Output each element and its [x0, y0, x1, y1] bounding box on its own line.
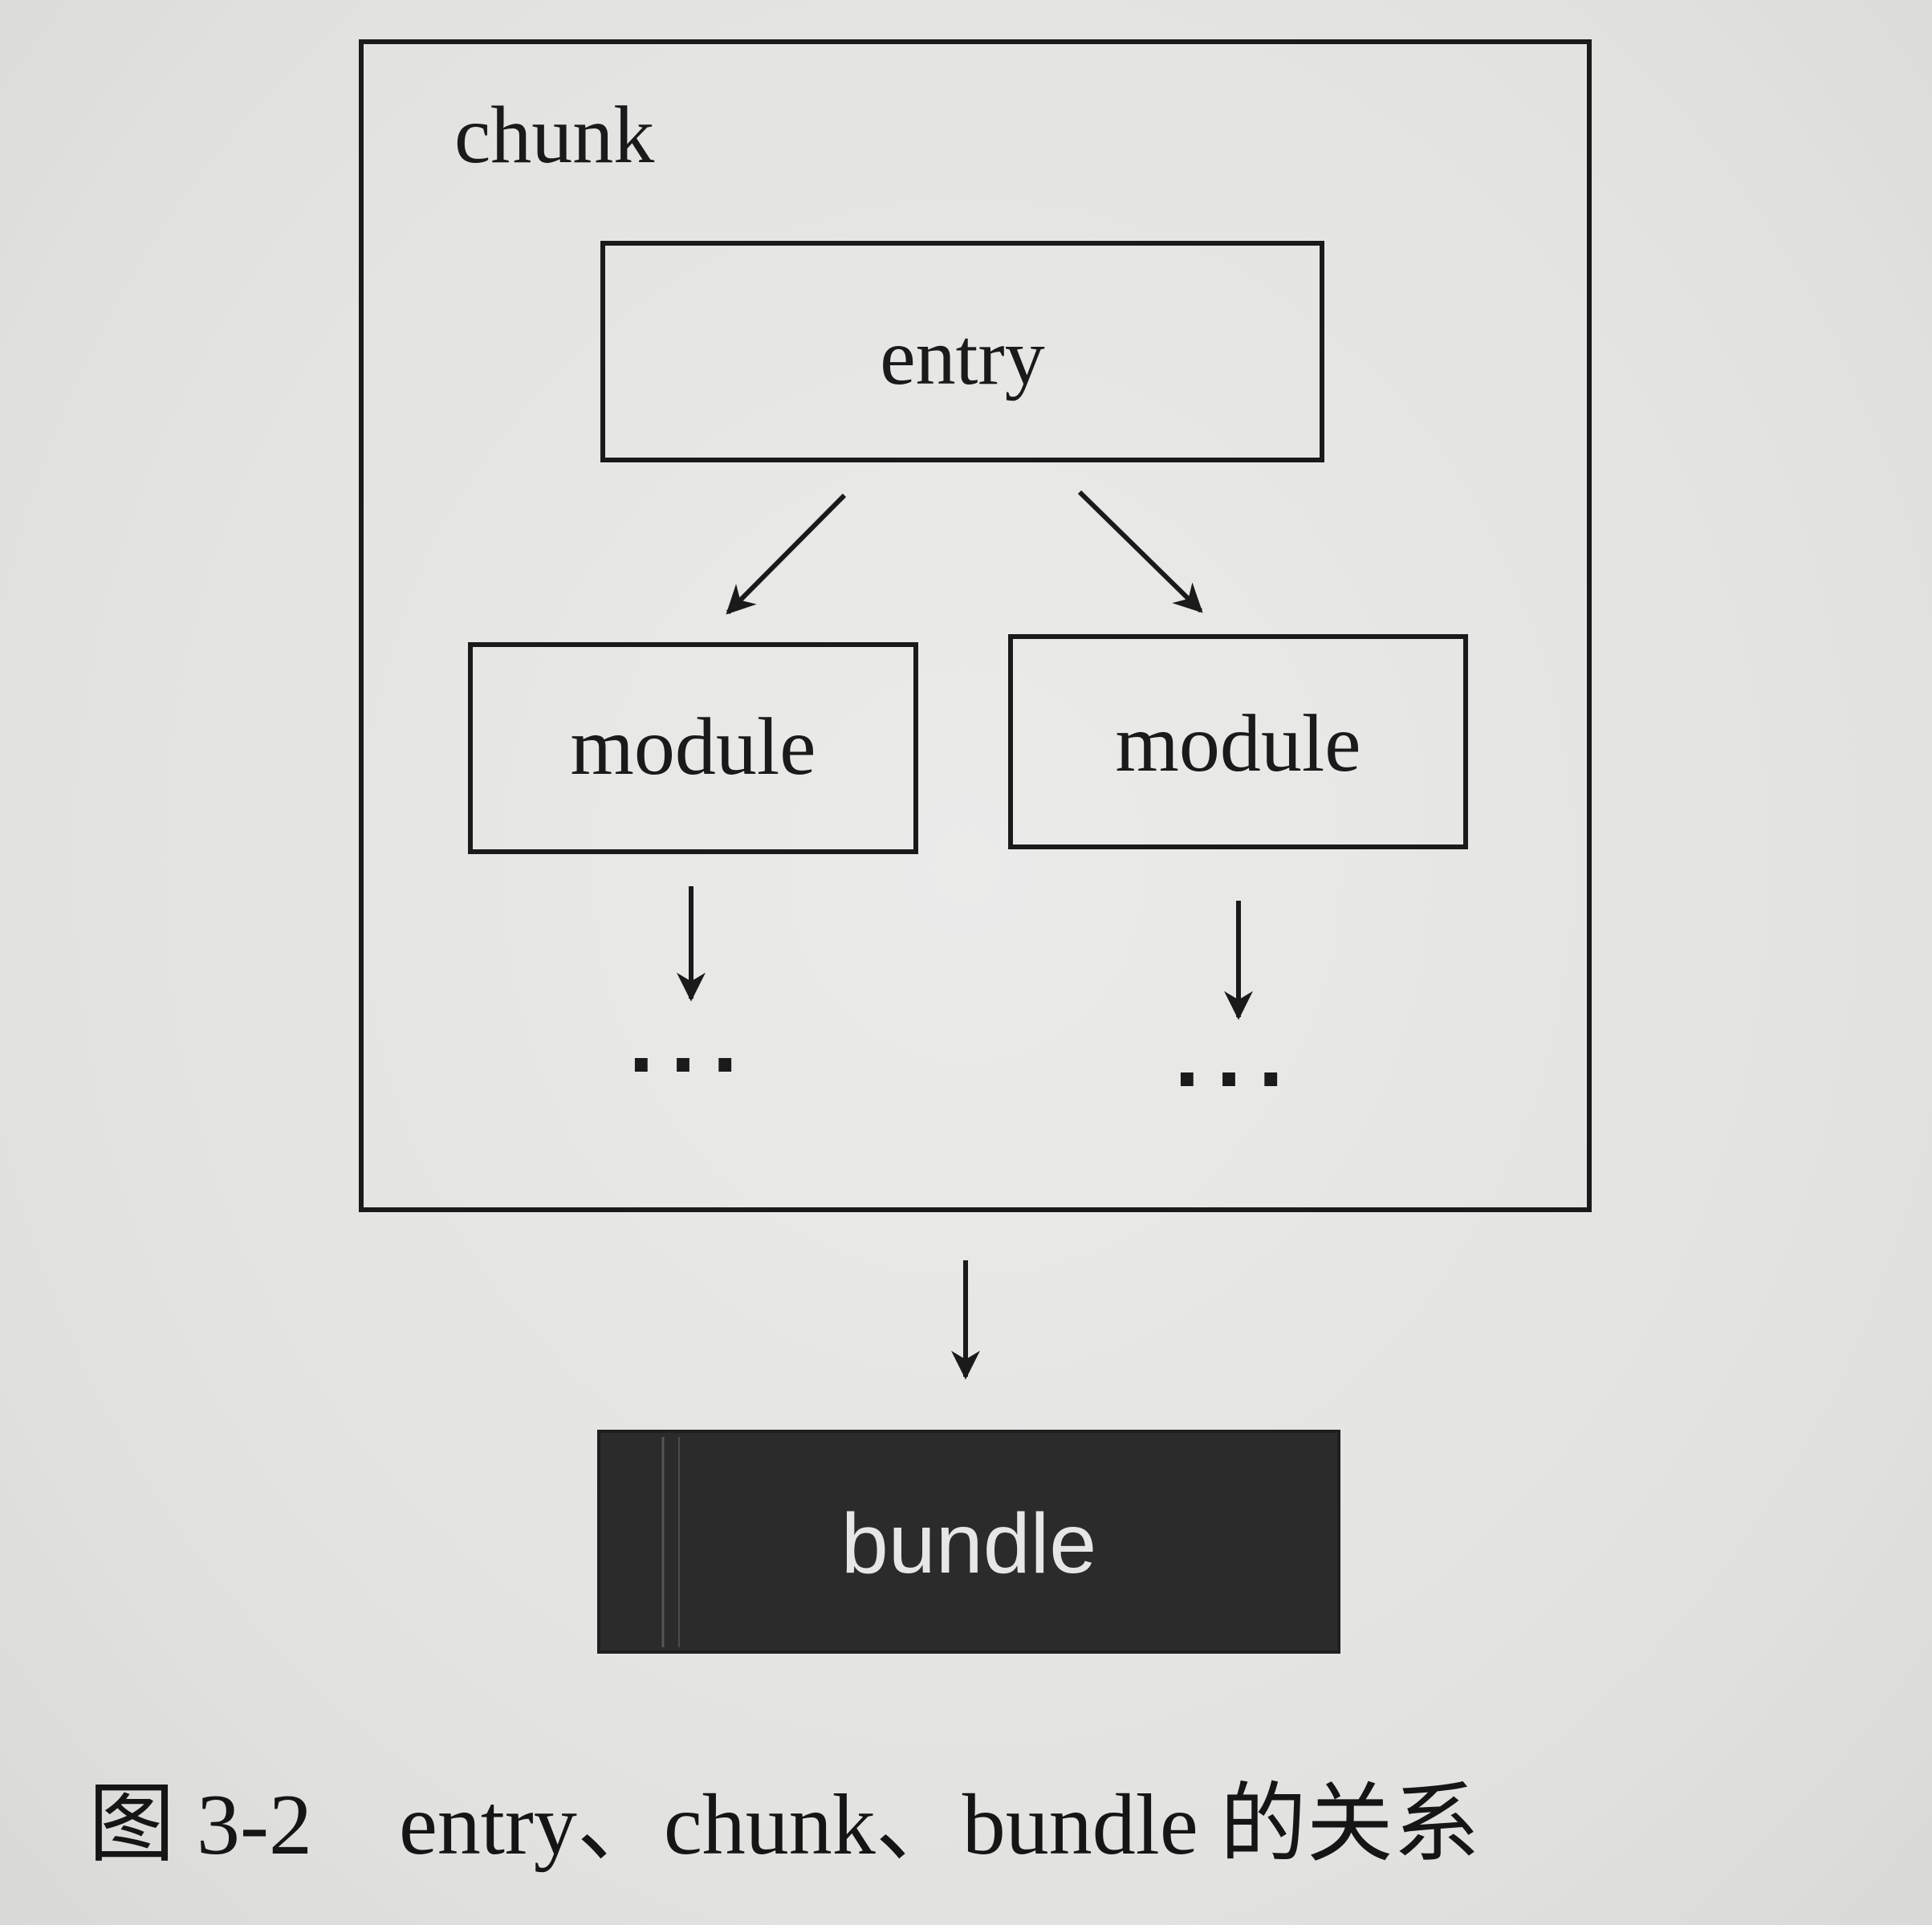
chunk-box	[359, 39, 1592, 1212]
chunk-label: chunk	[454, 90, 655, 181]
entry-box	[600, 241, 1324, 462]
module-left-box	[468, 642, 918, 854]
module-right-box	[1008, 634, 1468, 849]
module-right-label: module	[1115, 698, 1361, 789]
module-left-label: module	[570, 702, 816, 792]
entry-label: entry	[880, 312, 1045, 401]
ellipsis-right: ...	[1173, 1019, 1300, 1104]
bundle-label: bundle	[840, 1496, 1097, 1591]
ellipsis-left: ...	[627, 1005, 754, 1089]
figure-caption: 图 3-2 entry、chunk、bundle 的关系	[88, 1777, 1480, 1873]
arrow-entry-to-module-right	[1077, 490, 1203, 613]
bundle-box	[597, 1430, 1340, 1654]
arrow-entry-to-module-left	[726, 493, 847, 615]
